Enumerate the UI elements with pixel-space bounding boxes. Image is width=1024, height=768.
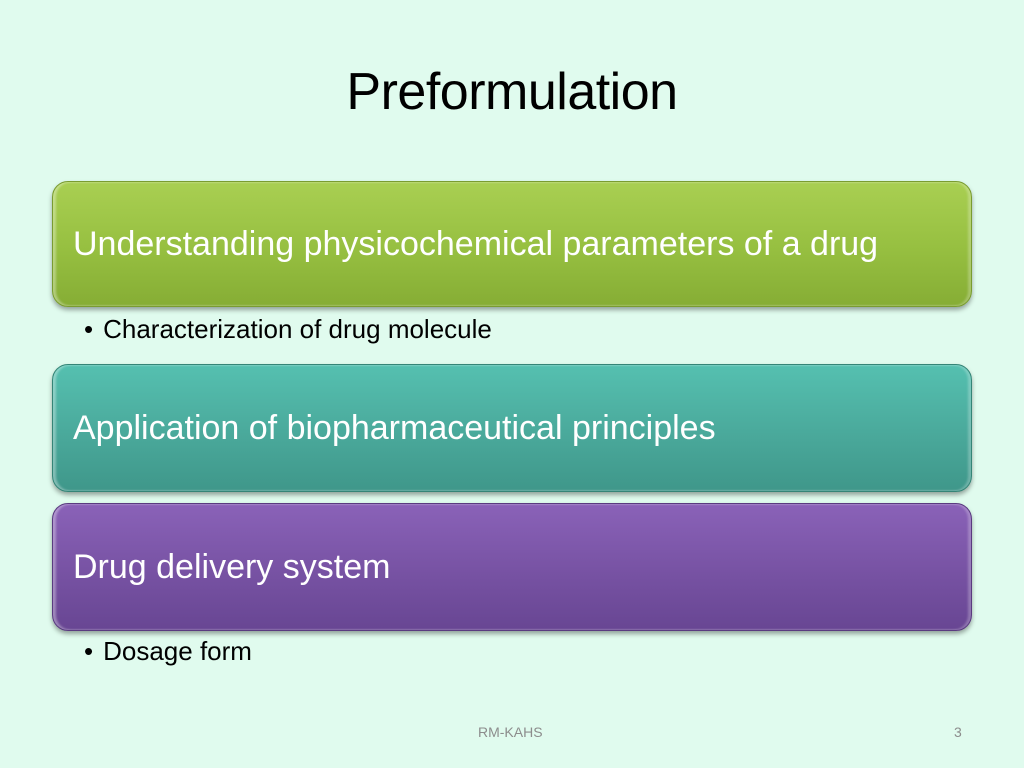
box-biopharmaceutical-principles: Application of biopharmaceutical princip…: [52, 364, 972, 492]
box-drug-delivery-system: Drug delivery system: [52, 503, 972, 631]
bullet-text: Characterization of drug molecule: [103, 314, 492, 344]
bullet-marker: •: [84, 314, 94, 344]
footer-text: RM-KAHS: [478, 724, 543, 740]
bullet-characterization: • Characterization of drug molecule: [84, 314, 492, 345]
box-label: Drug delivery system: [73, 548, 391, 586]
box-label: Understanding physicochemical parameters…: [73, 225, 879, 263]
bullet-text: Dosage form: [103, 636, 252, 666]
box-physicochemical-parameters: Understanding physicochemical parameters…: [52, 181, 972, 307]
bullet-marker: •: [84, 636, 94, 666]
box-label: Application of biopharmaceutical princip…: [73, 409, 716, 447]
page-number: 3: [954, 724, 962, 740]
slide-title: Preformulation: [346, 63, 678, 121]
bullet-dosage-form: • Dosage form: [84, 636, 252, 667]
